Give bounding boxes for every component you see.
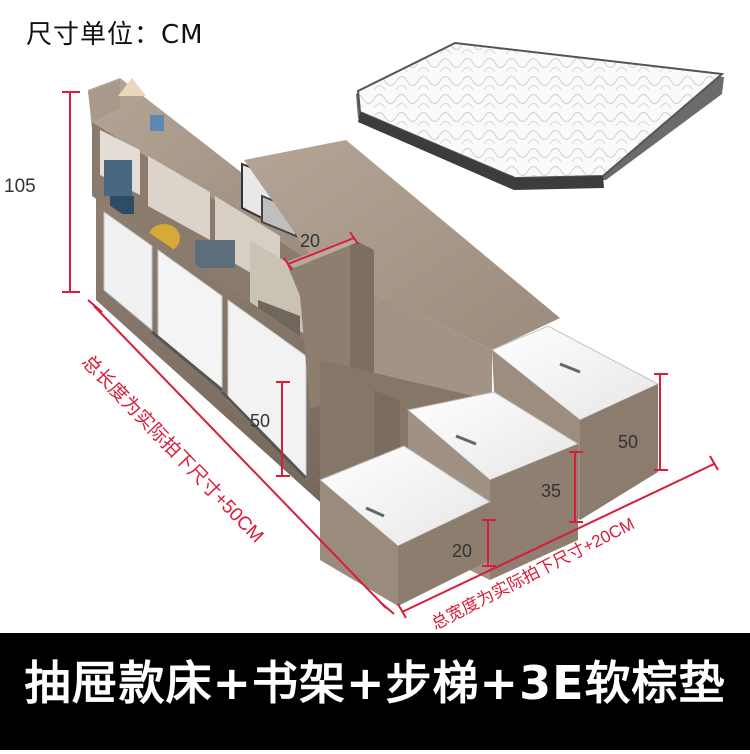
unit-label: 尺寸单位：CM: [26, 20, 204, 50]
bed-platform: [244, 140, 560, 408]
dimension-shelf-depth: 20: [300, 231, 321, 251]
title-banner: 抽屉款床+书架+步梯+3E软棕垫: [0, 633, 750, 750]
mattress: [356, 41, 725, 190]
banner-title: 抽屉款床+书架+步梯+3E软棕垫: [24, 656, 726, 710]
dimension-lines: [62, 91, 719, 619]
step-stairs: [319, 325, 660, 606]
dimension-step-top: 50: [618, 432, 639, 452]
dimension-storage-height: 50: [250, 411, 271, 431]
dimension-step-middle: 35: [541, 481, 562, 501]
drawer-cabinet: [96, 196, 320, 502]
dimension-height-total: 105: [4, 176, 36, 197]
dimension-step-bottom: 20: [452, 541, 473, 561]
bookshelf: [88, 78, 318, 356]
